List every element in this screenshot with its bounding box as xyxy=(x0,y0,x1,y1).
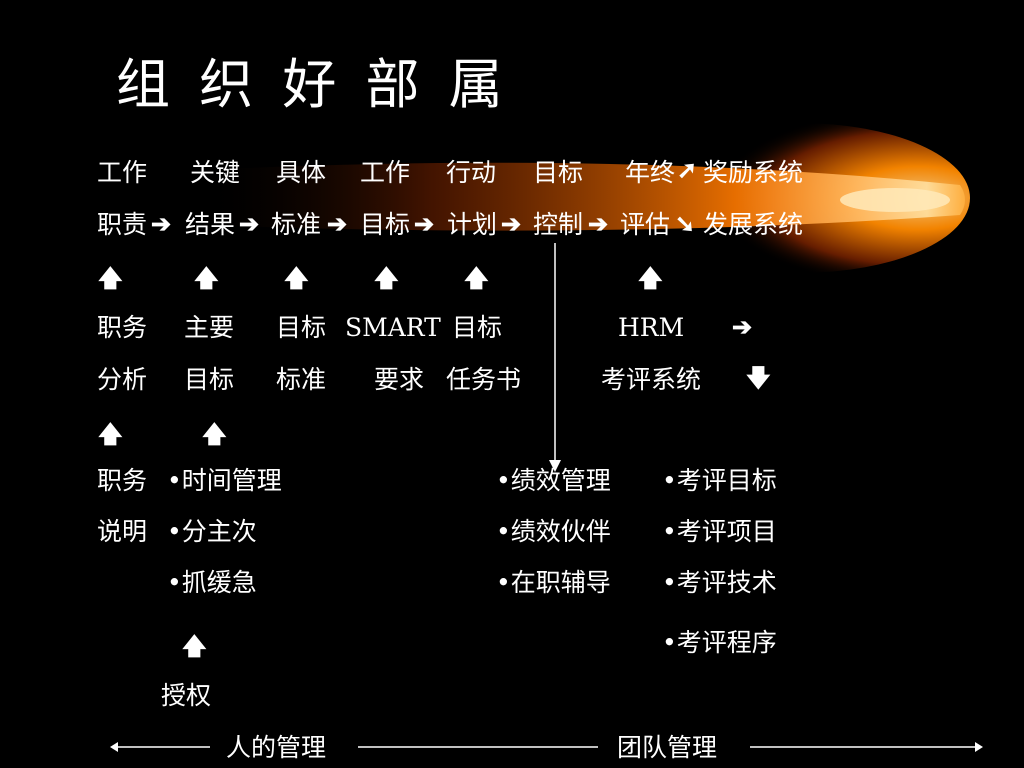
arrow-up-icon: 🡅 xyxy=(182,631,207,660)
row1-key: 关键 xyxy=(190,158,241,187)
row4-smart: SMART xyxy=(345,313,441,342)
list-item: •考评程序 xyxy=(662,628,777,657)
row2-standard: 标准 xyxy=(271,210,322,239)
arrow-right-icon: ➔ xyxy=(588,209,609,238)
arrow-up-icon: 🡅 xyxy=(374,263,399,292)
row1-reward: 奖励系统 xyxy=(703,158,804,187)
list-item: •考评项目 xyxy=(662,517,777,546)
row1-work2: 工作 xyxy=(360,158,411,187)
arrow-up-icon: 🡅 xyxy=(98,419,123,448)
row1-work: 工作 xyxy=(97,158,148,187)
row2-goal: 目标 xyxy=(360,210,411,239)
arrow-up-right-icon: ➚ xyxy=(677,155,698,184)
list-item: •绩效管理 xyxy=(496,466,611,495)
left-description: 说明 xyxy=(97,517,148,546)
row2-development: 发展系统 xyxy=(703,210,804,239)
row1-year-end: 年终 xyxy=(625,158,676,187)
arrow-down-right-icon: ➘ xyxy=(675,209,696,238)
row5-goal: 目标 xyxy=(184,365,235,394)
row2-result: 结果 xyxy=(185,210,236,239)
footer-team-management: 团队管理 xyxy=(617,733,718,762)
arrow-up-icon: 🡅 xyxy=(638,263,663,292)
row4-hrm: HRM xyxy=(618,313,685,342)
row1-action: 行动 xyxy=(446,158,497,187)
arrow-up-icon: 🡅 xyxy=(98,263,123,292)
list-item: •时间管理 xyxy=(167,466,282,495)
row5-analysis: 分析 xyxy=(97,365,148,394)
list-item: •考评目标 xyxy=(662,466,777,495)
arrow-up-icon: 🡅 xyxy=(194,263,219,292)
list-item: •考评技术 xyxy=(662,568,777,597)
arrow-right-icon: ➔ xyxy=(732,312,753,341)
left-job: 职务 xyxy=(97,466,148,495)
page-title: 组 织 好 部 属 xyxy=(116,53,509,116)
row5-requirement: 要求 xyxy=(374,365,425,394)
row4-goal2: 目标 xyxy=(452,313,503,342)
arrow-right-icon: ➔ xyxy=(151,209,172,238)
arrow-right-icon: ➔ xyxy=(327,209,348,238)
arrow-right-icon: ➔ xyxy=(501,209,522,238)
row2-plan: 计划 xyxy=(447,210,498,239)
row4-goal: 目标 xyxy=(276,313,327,342)
arrow-right-icon: ➔ xyxy=(239,209,260,238)
row5-standard: 标准 xyxy=(276,365,327,394)
arrow-up-icon: 🡅 xyxy=(464,263,489,292)
list-item: •绩效伙伴 xyxy=(496,517,611,546)
row5-task-book: 任务书 xyxy=(446,365,522,394)
arrow-up-icon: 🡅 xyxy=(202,419,227,448)
arrow-down-icon: 🡇 xyxy=(746,363,771,392)
row1-goal: 目标 xyxy=(533,158,584,187)
row5-appraisal-system: 考评系统 xyxy=(601,365,702,394)
row1-specific: 具体 xyxy=(276,158,327,187)
row2-evaluate: 评估 xyxy=(620,210,671,239)
footer-people-management: 人的管理 xyxy=(226,733,327,762)
row4-main: 主要 xyxy=(184,313,235,342)
row2-duty: 职责 xyxy=(97,210,148,239)
row4-job: 职务 xyxy=(97,313,148,342)
list-item: •在职辅导 xyxy=(496,568,611,597)
row2-control: 控制 xyxy=(533,210,584,239)
list-item: •分主次 xyxy=(167,517,257,546)
arrow-right-icon: ➔ xyxy=(414,209,435,238)
authorize-label: 授权 xyxy=(161,681,212,710)
list-item: •抓缓急 xyxy=(167,568,257,597)
arrow-up-icon: 🡅 xyxy=(284,263,309,292)
